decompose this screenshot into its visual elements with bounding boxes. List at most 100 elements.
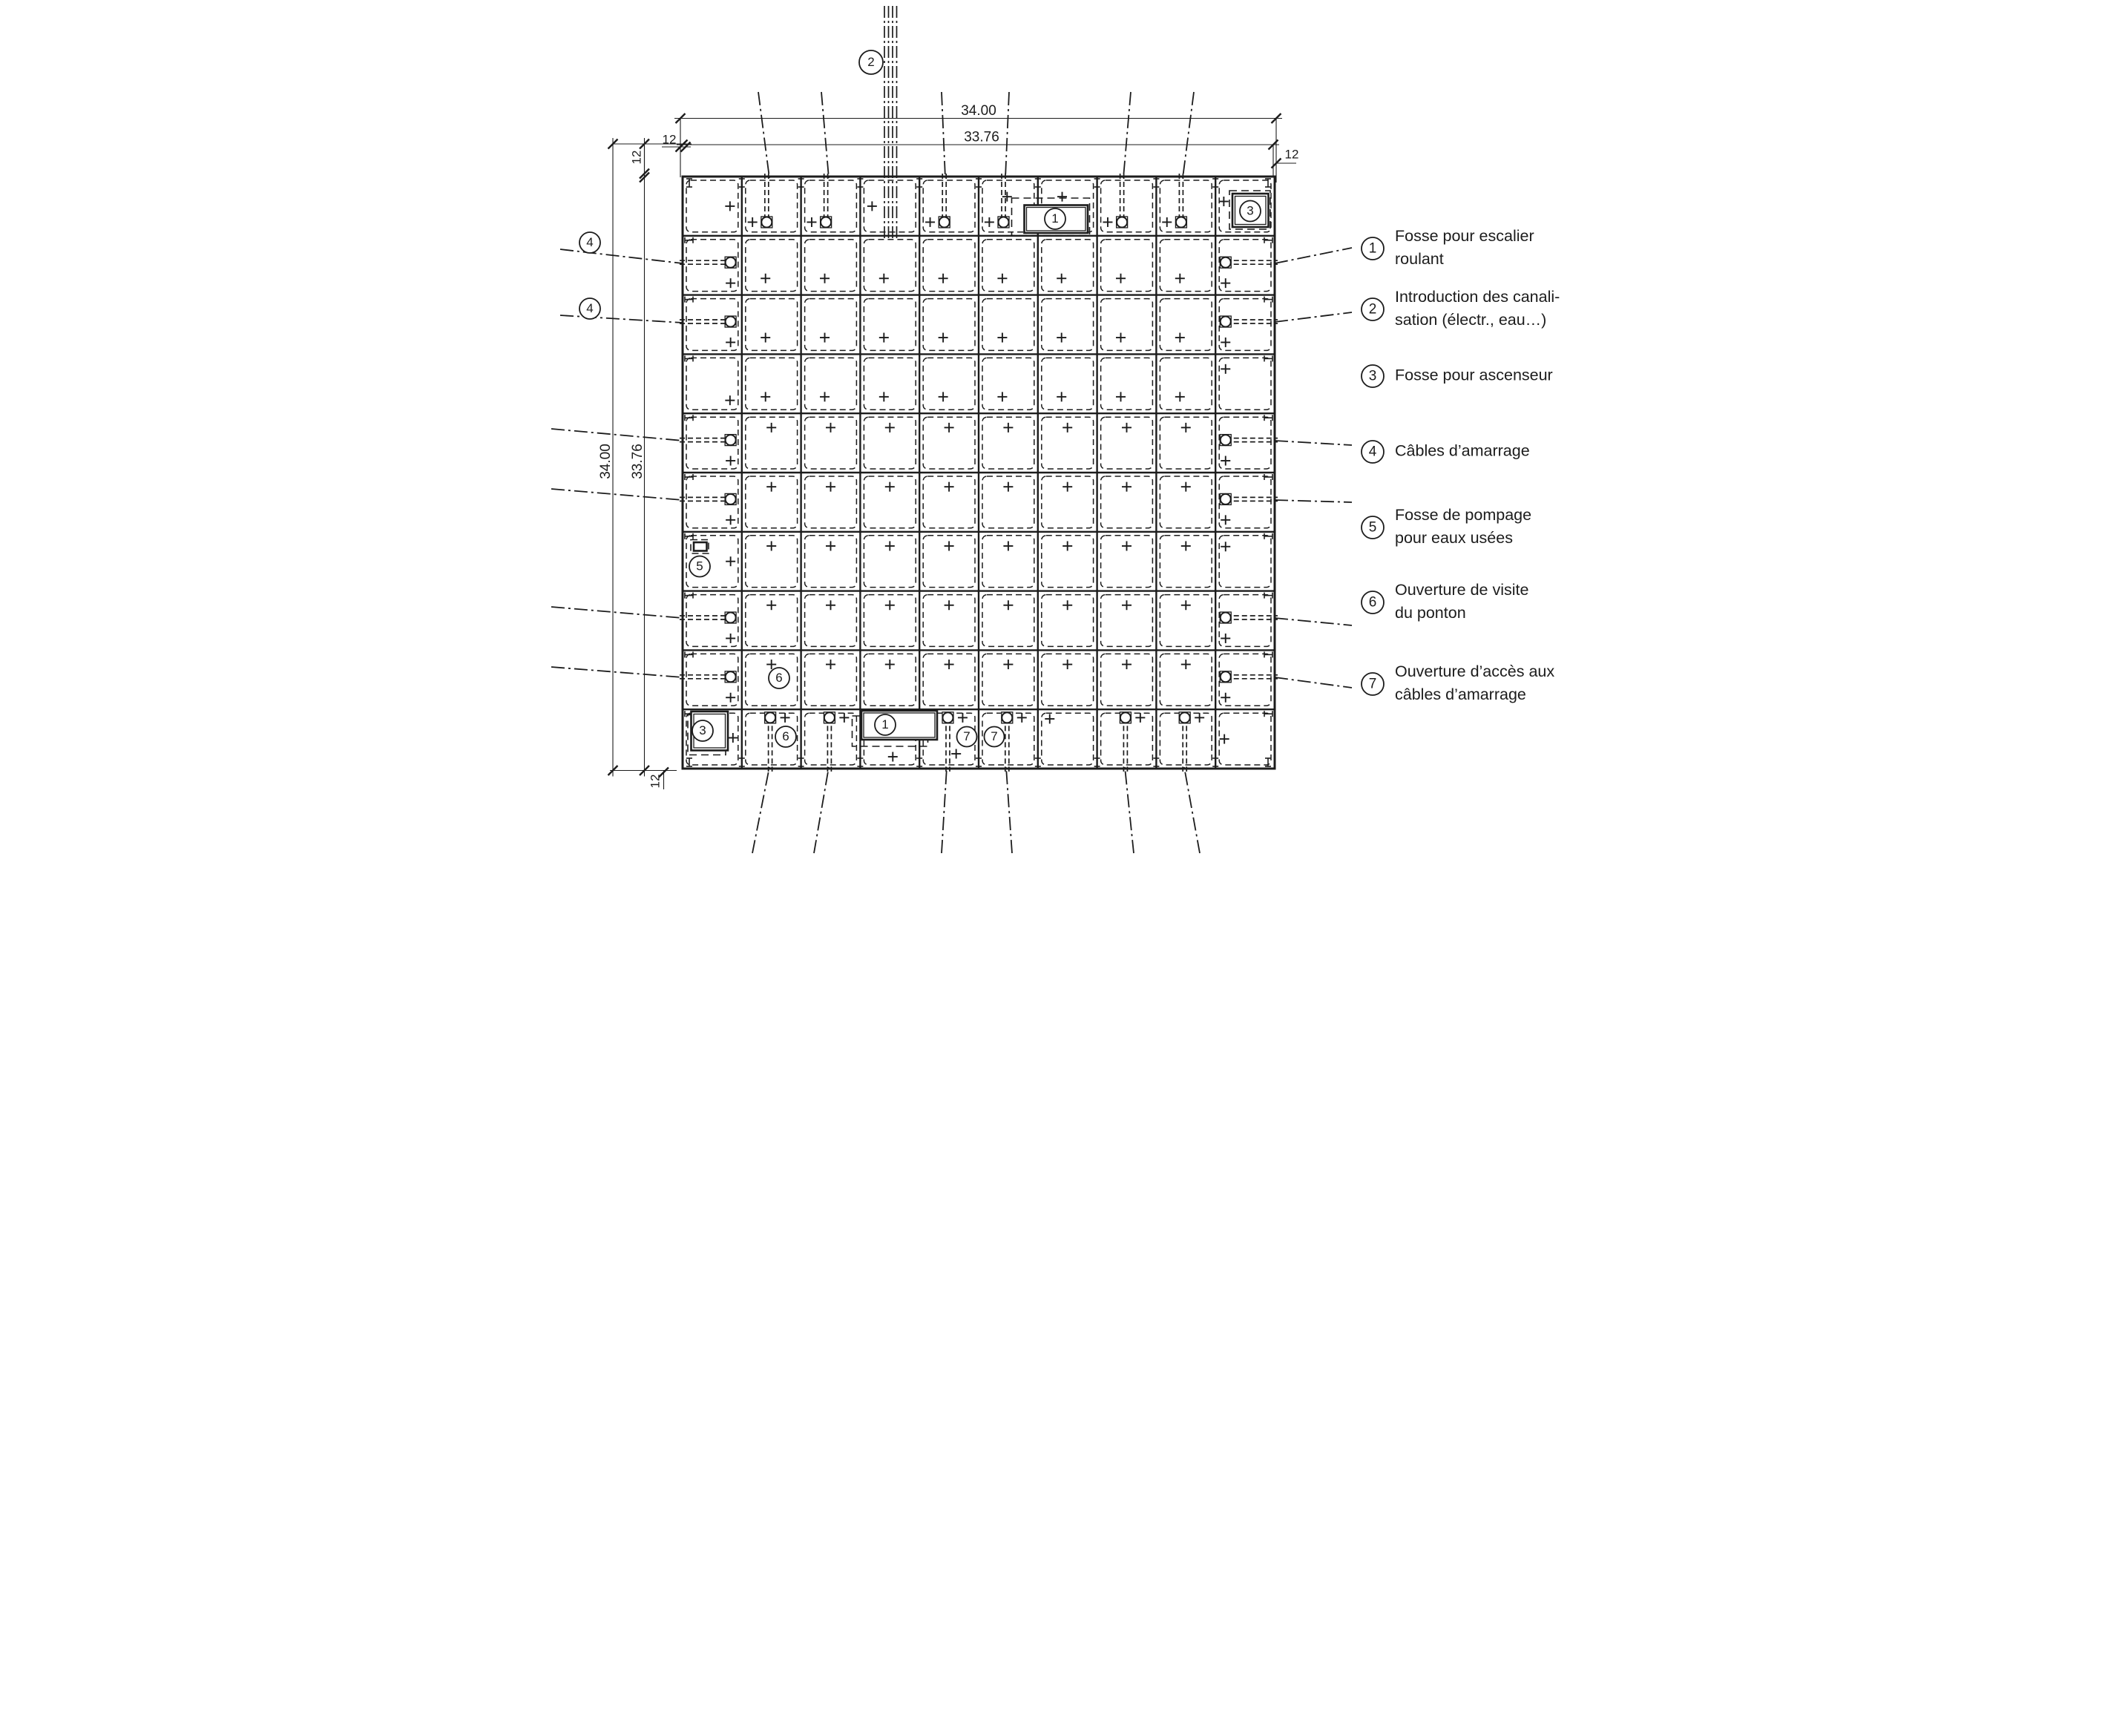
pontoon-cell-r3c1 (686, 297, 739, 352)
pump-pit: 5 (689, 539, 711, 578)
callout-7-icon (983, 726, 1005, 748)
pontoon-cell-r8c5 (922, 594, 976, 648)
pontoon-cell-r9c9 (1159, 653, 1212, 706)
pontoon-cell-r6c6 (982, 476, 1035, 529)
callout-2-icon (858, 50, 884, 75)
pontoon-cell-r4c1 (686, 357, 739, 410)
pontoon-cell-r8c10 (1218, 594, 1272, 648)
legend-item-label: Ouverture de visite (1395, 581, 1528, 599)
dim-label: 33.76 (630, 444, 646, 479)
legend-item-label: du ponton (1395, 604, 1466, 622)
svg-text:3: 3 (1369, 369, 1377, 384)
callout-6-icon (768, 667, 790, 689)
pontoon-cell-r1c3 (804, 180, 858, 233)
legend-item-3: 3 Fosse pour ascenseur (1361, 364, 1553, 388)
pontoon-cell-r8c4 (863, 594, 916, 648)
pontoon-cell-r3c3 (804, 297, 858, 352)
pontoon-cell-r5c9 (1159, 416, 1212, 470)
dim-label-12: 12 (663, 132, 677, 146)
module-joint-icons (684, 178, 1273, 767)
callout-1-icon (874, 714, 896, 736)
escalator-pit-bottom: 1 (851, 709, 939, 747)
pontoon-cell-r7c10 (1218, 535, 1272, 588)
pontoon-cell-r1c2 (745, 180, 798, 233)
svg-text:7: 7 (963, 729, 970, 743)
dim-label-12: 12 (648, 775, 662, 789)
pontoon-cell-r2c5 (922, 239, 976, 292)
legend-item-label: Fosse de pompage (1395, 506, 1531, 524)
pontoon-cell-r1c8 (1100, 180, 1154, 233)
pontoon-cell-r2c9 (1159, 239, 1212, 292)
pontoon-cell-r8c8 (1100, 594, 1154, 648)
callout-7-icon (956, 726, 978, 748)
pontoon-cell-r3c10 (1218, 297, 1272, 352)
svg-text:1: 1 (1369, 241, 1377, 257)
legend: 1 Fosse pour escalier roulant 2Introduction… (1361, 227, 1560, 703)
callout-4-icon (579, 297, 601, 320)
svg-text:4: 4 (586, 235, 593, 249)
legend-item-label: sation (électr., eau…) (1395, 311, 1546, 329)
dim-label: 34.00 (598, 444, 614, 479)
svg-text:2: 2 (867, 55, 874, 69)
pontoon-cell-r6c8 (1100, 476, 1154, 529)
pontoon-cell-r4c4 (863, 357, 916, 410)
legend-callout-2-icon (1361, 297, 1385, 321)
pontoon-cell-r8c7 (1041, 594, 1094, 648)
callout-3-icon (1239, 200, 1261, 223)
legend-callout-4-icon (1361, 440, 1385, 464)
pontoon-cell-r8c9 (1159, 594, 1212, 648)
pontoon-cell-r5c10 (1218, 416, 1272, 470)
pontoon-cell-r6c10 (1218, 476, 1272, 529)
svg-text:6: 6 (775, 671, 782, 685)
legend-callout-5-icon (1361, 516, 1385, 539)
dim-label-12: 12 (629, 151, 643, 165)
pontoon-cell-r2c1 (686, 239, 739, 292)
legend-item-1: 1 Fosse pour escalier roulant (1361, 227, 1534, 268)
pontoon-cell-r9c7 (1041, 653, 1094, 706)
pontoon-cell-r3c6 (982, 297, 1035, 352)
canalisation-bundle (884, 6, 898, 241)
legend-item-label: Fosse pour ascenseur (1395, 366, 1553, 384)
pontoon-cell-r9c4 (863, 653, 916, 706)
pontoon-cell-r6c7 (1041, 476, 1094, 529)
escalator-pit-top: 1 (1011, 197, 1091, 237)
pontoon-cell-r9c2 (745, 653, 798, 706)
legend-callout-1-icon (1361, 237, 1385, 260)
legend-item-label: roulant (1395, 250, 1444, 268)
pontoon-cell-r2c8 (1100, 239, 1154, 292)
legend-item-label: pour eaux usées (1395, 529, 1513, 547)
pontoon-cell-r7c9 (1159, 535, 1212, 588)
pontoon-cell-r4c8 (1100, 357, 1154, 410)
mooring-bollards (680, 174, 1278, 772)
svg-text:4: 4 (586, 301, 593, 315)
legend-item-label: câbles d’amarrage (1395, 685, 1526, 703)
pontoon-cell-r5c2 (745, 416, 798, 470)
leader-lines (551, 91, 1353, 854)
pontoon-cell-r4c5 (922, 357, 976, 410)
pontoon-cell-r2c2 (745, 239, 798, 292)
svg-text:5: 5 (1369, 520, 1377, 536)
legend-item-label: Câbles d’amarrage (1395, 442, 1530, 460)
pontoon-cell-r9c6 (982, 653, 1035, 706)
pontoon-cell-r5c1 (686, 416, 739, 470)
pontoon-cell-r7c3 (804, 535, 858, 588)
pontoon-cell-r7c5 (922, 535, 976, 588)
pontoon-cell-r1c1 (686, 180, 739, 233)
pontoon-cell-r6c3 (804, 476, 858, 529)
pontoon-cell-r5c6 (982, 416, 1035, 470)
pontoon-cell-r2c10 (1218, 239, 1272, 292)
elevator-pit-top-right: 3 (1229, 190, 1271, 230)
pontoon-cell-r4c7 (1041, 357, 1094, 410)
pontoon-cell-r9c8 (1100, 653, 1154, 706)
pontoon-cell-r8c1 (686, 594, 739, 648)
pontoon-cell-r1c4 (863, 180, 916, 233)
legend-item-label: Fosse pour escalier (1395, 227, 1534, 245)
pontoon-cell-r6c9 (1159, 476, 1212, 529)
pontoon-cell-r5c3 (804, 416, 858, 470)
dim-label: 34.00 (961, 103, 996, 119)
pontoon-cell-r7c8 (1100, 535, 1154, 588)
callout-1-icon (1044, 208, 1066, 230)
